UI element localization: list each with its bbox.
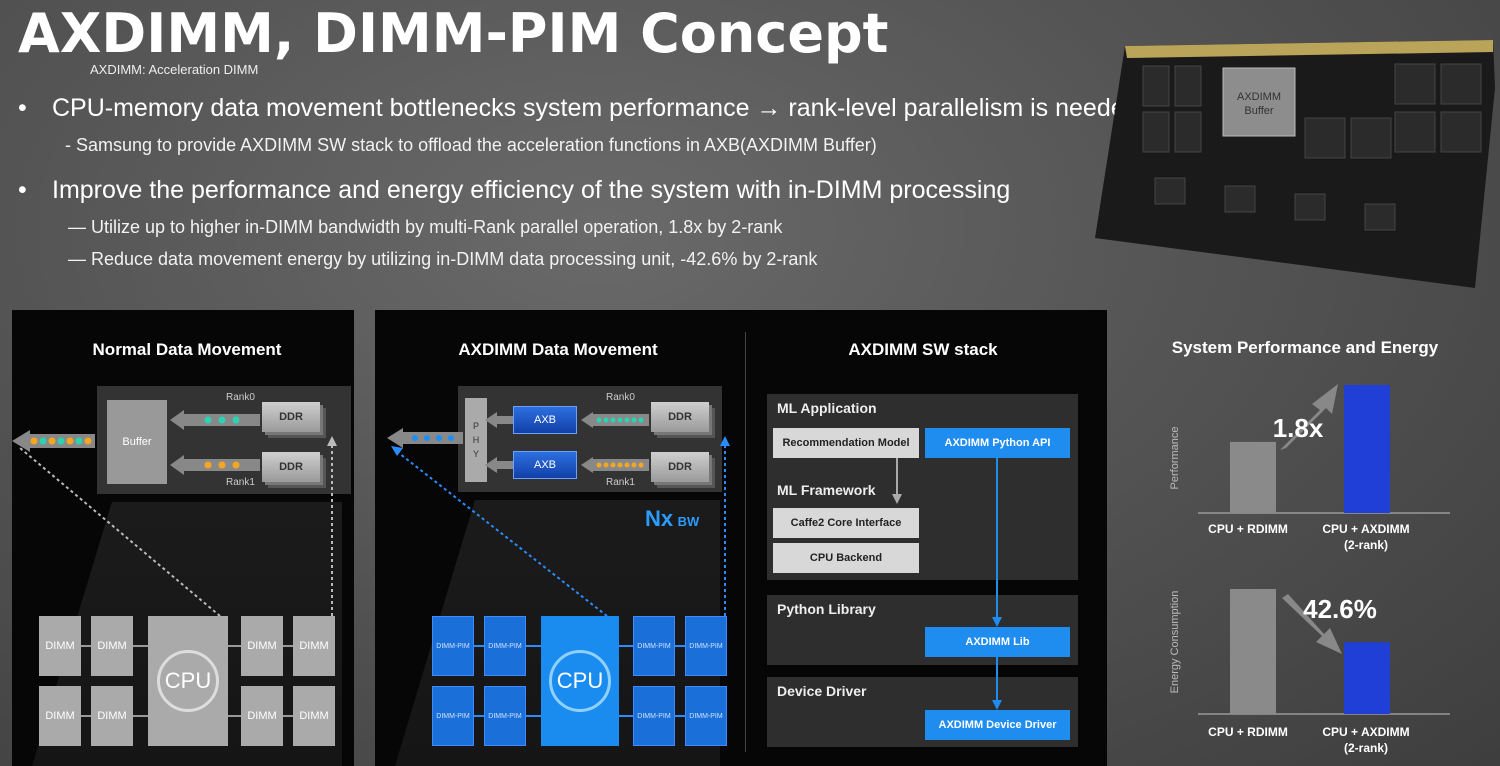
output-arrow-icon xyxy=(12,430,30,452)
device-driver-label: Device Driver xyxy=(777,683,867,699)
axdimm-lib-box: AXDIMM Lib xyxy=(925,627,1070,657)
axdimm-ddr-rank0: DDR xyxy=(651,402,709,432)
page-subtitle: AXDIMM: Acceleration DIMM xyxy=(90,62,259,77)
y-axis-label: Energy Consumption xyxy=(1169,591,1181,694)
stack-arrows xyxy=(892,458,1002,710)
axdimm-rank1-arrow-icon xyxy=(581,457,593,473)
bar-cpu-rdimm xyxy=(1230,441,1276,513)
bullet-2-sub-1: — Utilize up to higher in-DIMM bandwidth… xyxy=(68,217,783,237)
bandwidth-multiplier: Nx xyxy=(645,506,674,531)
panel-divider xyxy=(745,332,746,752)
performance-annotation: 1.8x xyxy=(1273,413,1324,443)
dimm-module: DIMM xyxy=(293,616,335,676)
dimm-module: DIMM xyxy=(91,686,133,746)
down-arrow-icon xyxy=(992,617,1002,627)
dimm-pim-module: DIMM-PIM xyxy=(685,616,727,676)
dimm-module: DIMM xyxy=(39,616,81,676)
axdimm-panel: AXDIMM Data Movement P H Y AXB AXB Rank0… xyxy=(375,310,1107,766)
dimm-pim-module: DIMM-PIM xyxy=(633,616,675,676)
bullet-1-sub-1: - Samsung to provide AXDIMM SW stack to … xyxy=(65,135,877,155)
y-axis-label: Performance xyxy=(1169,427,1181,490)
axdimm-ddr-rank1: DDR xyxy=(651,452,709,482)
down-arrow-icon xyxy=(1282,594,1342,654)
performance-chart: Performance 1.8x CPU + RDIMM CPU + AXDIM… xyxy=(1169,384,1450,552)
axdimm-module-image: AXDIMM Buffer xyxy=(1095,40,1495,288)
normal-ddr-rank1: DDR xyxy=(262,452,320,482)
axdimm-cpu-label: CPU xyxy=(549,650,611,712)
bullet-1-text: CPU-memory data movement bottlenecks sys… xyxy=(52,94,1139,122)
normal-panel-title: Normal Data Movement xyxy=(92,340,282,359)
normal-rank1-label: Rank1 xyxy=(226,477,255,488)
cpu-label: CPU xyxy=(157,650,219,712)
cpu-backend-box: CPU Backend xyxy=(773,543,919,573)
dimm-pim-module: DIMM-PIM xyxy=(484,616,526,676)
axdimm-panel-title: AXDIMM Data Movement xyxy=(458,340,658,359)
category-label-sub: (2-rank) xyxy=(1344,538,1388,552)
category-label-sub: (2-rank) xyxy=(1344,741,1388,755)
category-label: CPU + RDIMM xyxy=(1208,522,1288,536)
axb-rank0: AXB xyxy=(513,406,577,434)
sw-stack-title: AXDIMM SW stack xyxy=(848,340,998,359)
axdimm-device-driver-box: AXDIMM Device Driver xyxy=(925,710,1070,740)
normal-flow-overlay xyxy=(12,410,337,717)
dimm-module: DIMM xyxy=(91,616,133,676)
down-arrow-icon xyxy=(892,494,902,504)
rank0-arrow-icon xyxy=(170,410,184,430)
output-dots xyxy=(30,437,92,445)
dimm-module: DIMM xyxy=(293,686,335,746)
bandwidth-unit: BW xyxy=(677,514,700,529)
page-title: AXDIMM, DIMM-PIM Concept xyxy=(18,2,889,65)
bar-cpu-axdimm xyxy=(1344,642,1390,714)
module-chip-label-2: Buffer xyxy=(1244,105,1273,117)
axdimm-cpu-box: CPU xyxy=(541,616,619,746)
category-label: CPU + RDIMM xyxy=(1208,725,1288,739)
axdimm-flow-overlay xyxy=(387,412,730,717)
dimm-pim-module: DIMM-PIM xyxy=(685,686,727,746)
ml-application-label: ML Application xyxy=(777,400,877,416)
dimm-pim-module: DIMM-PIM xyxy=(432,616,474,676)
python-library-label: Python Library xyxy=(777,601,876,617)
axdimm-rank0-arrow-icon xyxy=(581,412,593,428)
dimm-pim-module: DIMM-PIM xyxy=(633,686,675,746)
normal-data-movement-panel: Normal Data Movement Buffer Rank0 Rank1 … xyxy=(12,310,354,766)
bar-cpu-axdimm xyxy=(1344,385,1390,513)
category-label: CPU + AXDIMM xyxy=(1322,725,1409,739)
dimm-module: DIMM xyxy=(241,616,283,676)
module-chip-label-1: AXDIMM xyxy=(1237,91,1281,103)
energy-annotation: 42.6% xyxy=(1303,594,1377,624)
recommendation-model-box: Recommendation Model xyxy=(773,428,919,458)
down-arrow-icon xyxy=(992,700,1002,710)
normal-rank0-label: Rank0 xyxy=(226,392,255,403)
cpu-box: CPU xyxy=(148,616,228,746)
up-arrow-icon xyxy=(1280,384,1338,450)
axdimm-output-arrow-icon xyxy=(387,428,403,448)
chart-section-title: System Performance and Energy xyxy=(1171,338,1439,357)
dimm-module: DIMM xyxy=(241,686,283,746)
dimm-pim-module: DIMM-PIM xyxy=(432,686,474,746)
bandwidth-label: Nx BW xyxy=(645,506,699,532)
axdimm-rank1-label: Rank1 xyxy=(606,477,635,488)
energy-chart: Energy Consumption 42.6% CPU + RDIMM CPU… xyxy=(1169,589,1450,755)
phy-box: P H Y xyxy=(465,398,487,482)
axb-rank1: AXB xyxy=(513,451,577,479)
bar-cpu-rdimm xyxy=(1230,589,1276,714)
bullet-2-text: Improve the performance and energy effic… xyxy=(52,176,1011,204)
dimm-pim-module: DIMM-PIM xyxy=(484,686,526,746)
ml-framework-label: ML Framework xyxy=(777,482,876,498)
rank1-arrow-icon xyxy=(170,455,184,475)
caffe2-box: Caffe2 Core Interface xyxy=(773,508,919,538)
axdimm-rank0-label: Rank0 xyxy=(606,392,635,403)
buffer-box: Buffer xyxy=(107,400,167,484)
dimm-module: DIMM xyxy=(39,686,81,746)
category-label: CPU + AXDIMM xyxy=(1322,522,1409,536)
bullet-2: •Improve the performance and energy effi… xyxy=(18,176,1011,204)
normal-ddr-rank0: DDR xyxy=(262,402,320,432)
bullet-1: •CPU-memory data movement bottlenecks sy… xyxy=(18,94,1139,122)
bullet-2-sub-2: — Reduce data movement energy by utilizi… xyxy=(68,249,818,269)
python-api-box: AXDIMM Python API xyxy=(925,428,1070,458)
